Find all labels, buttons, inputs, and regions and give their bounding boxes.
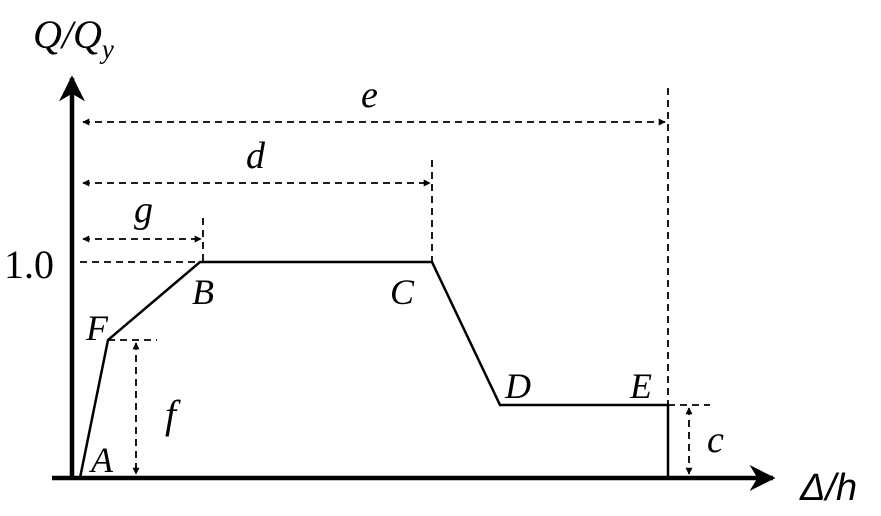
y-tick-label: 1.0 [4, 242, 54, 287]
point-label-a: A [89, 440, 114, 480]
dimension-label-f: f [165, 392, 181, 437]
backbone-curve [78, 260, 670, 479]
dimension-label-e: e [361, 74, 378, 116]
dimension-label-g: g [134, 189, 153, 231]
point-label-f: F [85, 308, 109, 348]
dashed-guides [80, 88, 710, 406]
point-label-c: C [390, 272, 415, 312]
point-label-d: D [504, 366, 531, 406]
dimension-arrows [82, 118, 693, 475]
dimension-label-d: d [246, 135, 266, 177]
point-label-e: E [629, 366, 652, 406]
y-axis-label: Q/Qy [33, 12, 114, 64]
point-label-b: B [192, 272, 214, 312]
x-axis-label: Δ/h [799, 467, 857, 509]
dimension-label-c: c [707, 419, 724, 461]
